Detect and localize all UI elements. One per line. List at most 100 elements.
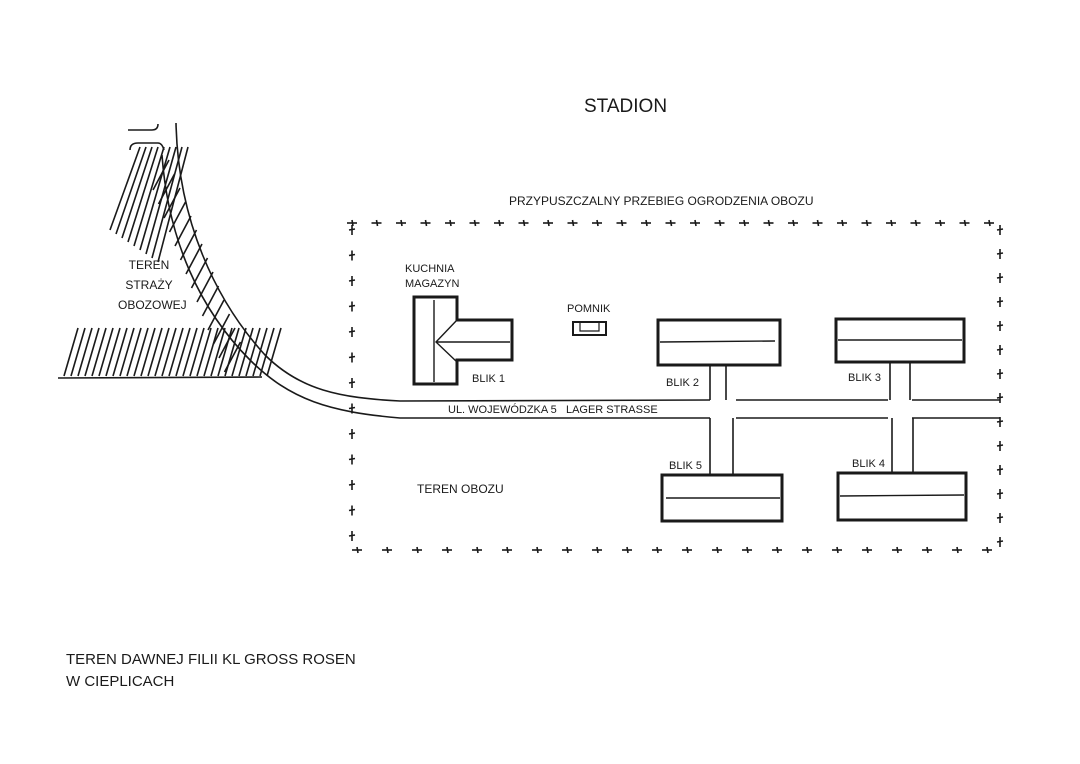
fence-mark: [865, 219, 869, 227]
hatch-line: [109, 146, 141, 231]
hatch-line: [154, 327, 170, 377]
hatch-line: [112, 327, 128, 377]
fence-mark: [996, 492, 1004, 495]
fence-mark: [348, 330, 356, 333]
fence-mark: [506, 546, 509, 554]
hatch-line: [217, 327, 233, 377]
buildings: [412, 295, 968, 523]
fence-mark: [348, 355, 356, 359]
fence-mark: [348, 279, 356, 282]
fence-mark: [939, 219, 942, 227]
guard-area-top-edge: [129, 142, 165, 151]
hatch-line: [119, 327, 135, 377]
hatch-line: [147, 327, 163, 377]
fence-mark: [547, 219, 550, 227]
hatch-line: [245, 327, 261, 377]
hatch-line: [266, 327, 282, 377]
fence-mark: [743, 219, 746, 227]
hatch-line: [189, 327, 205, 377]
map-caption: TEREN DAWNEJ FILII KL GROSS ROSEN W CIEP…: [66, 651, 356, 690]
fence-mark: [375, 219, 379, 227]
fence-mark: [620, 219, 624, 227]
kitchen-building: [412, 295, 514, 386]
hatch-line: [133, 327, 149, 377]
stadion-label: STADION: [584, 96, 668, 117]
fence-mark: [963, 219, 967, 227]
camp-fence: [347, 219, 1004, 554]
road-edge-lower: [161, 154, 710, 419]
block-3-label: BLIK 3: [848, 372, 882, 384]
fence-mark: [356, 546, 359, 554]
fence-mark: [348, 534, 356, 537]
fence-mark: [996, 324, 1004, 327]
hatch-line: [91, 327, 107, 377]
fence-mark: [986, 546, 989, 554]
hatch-line: [115, 146, 147, 235]
fence-mark: [348, 508, 356, 512]
hatch-line: [126, 327, 142, 377]
fence-mark: [716, 546, 719, 554]
fence-mark: [571, 219, 575, 227]
fence-mark: [449, 219, 452, 227]
fence-mark: [656, 546, 659, 554]
fence-mark: [996, 300, 1004, 303]
hatch-line: [140, 327, 156, 377]
fence-mark: [767, 219, 771, 227]
fence-mark: [996, 252, 1004, 255]
street-label: UL. WOJEWÓDZKA 5 LAGER STRASSE: [448, 404, 658, 416]
fence-mark: [996, 540, 1004, 543]
fence-mark: [400, 219, 403, 227]
fence-mark: [806, 546, 809, 554]
road-edge-upper: [175, 122, 711, 402]
fence-mark: [996, 348, 1004, 351]
hatch-line: [163, 187, 181, 219]
block-5-label: BLIK 5: [669, 460, 703, 472]
hatch-line: [224, 327, 240, 377]
fence-mark: [446, 546, 449, 554]
fence-mark: [914, 219, 918, 227]
kitchen-label: KUCHNIA MAGAZYN: [405, 263, 460, 290]
block-4: [836, 471, 968, 522]
hatch-line: [190, 257, 209, 289]
block-3: [834, 317, 966, 364]
fence-mark: [351, 219, 354, 227]
hatch-line: [238, 327, 254, 377]
hatch-line: [139, 146, 171, 251]
fence-mark: [348, 304, 356, 308]
fence-mark: [348, 253, 356, 257]
guard-area-bottom-edge: [57, 376, 263, 379]
hatch-line: [196, 271, 214, 303]
hatch-line: [196, 327, 212, 377]
camp-area-label: TEREN OBOZU: [417, 482, 504, 496]
hatch-line: [161, 327, 177, 377]
hatch-line: [259, 327, 275, 377]
fence-mark: [792, 219, 795, 227]
fence-mark: [348, 483, 356, 486]
fence-mark: [348, 432, 356, 435]
hatch-line: [203, 327, 219, 377]
fence-mark: [596, 219, 599, 227]
fence-mark: [841, 219, 844, 227]
fence-mark: [890, 219, 893, 227]
block-1-label: BLIK 1: [472, 373, 506, 385]
fence-mark: [896, 546, 899, 554]
hatch-line: [152, 159, 170, 191]
fence-mark: [386, 546, 389, 554]
fence-mark: [746, 546, 749, 554]
fence-mark: [776, 546, 779, 554]
fence-mark: [988, 219, 991, 227]
road: [161, 122, 1000, 474]
fence-mark: [836, 546, 839, 554]
fence-mark: [996, 228, 1004, 231]
hatch-line: [168, 201, 187, 233]
fence-mark: [956, 546, 959, 554]
hatch-line: [201, 285, 220, 317]
hatch-line: [77, 327, 93, 377]
fence-mark: [566, 546, 569, 554]
fence-mark: [996, 396, 1004, 399]
hatch-line: [105, 327, 121, 377]
fence-label: PRZYPUSZCZALNY PRZEBIEG OGRODZENIA OBOZU: [509, 194, 814, 208]
fence-mark: [348, 406, 356, 410]
